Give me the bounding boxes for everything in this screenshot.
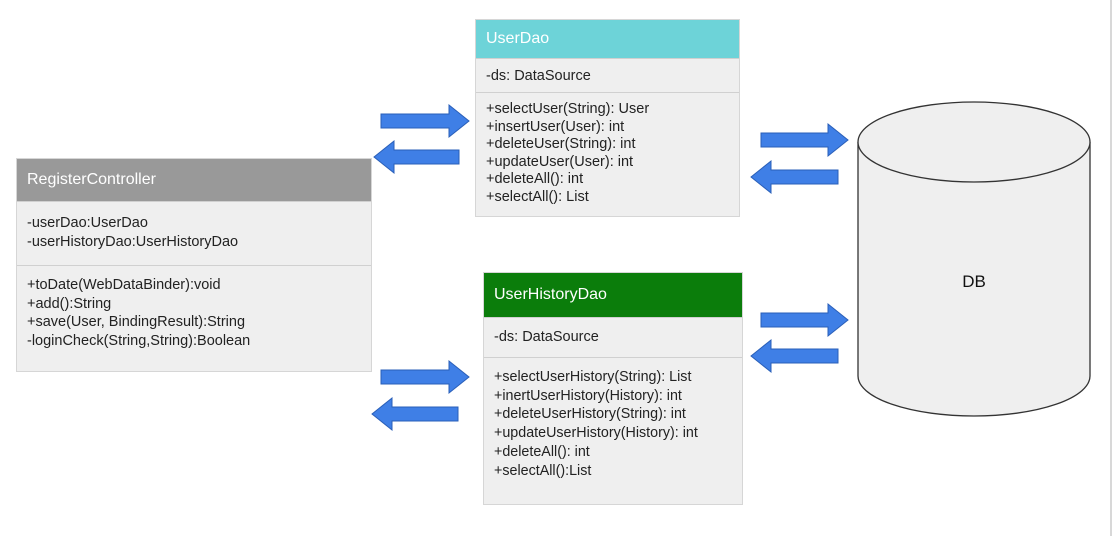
register-controller-attribute: -userDao:UserDao <box>27 215 148 231</box>
user-dao-attributes: -ds: DataSource <box>476 58 739 92</box>
user-history-dao-operation: +selectAll():List <box>494 462 592 479</box>
user-dao-operation: +updateUser(User): int <box>486 153 634 170</box>
arrow-controller-to-userdao <box>380 103 470 139</box>
user-dao-operation: +insertUser(User): int <box>486 118 625 135</box>
register-controller-title: RegisterController <box>17 159 371 201</box>
database-label: DB <box>962 272 986 291</box>
register-controller-operations: +toDate(WebDataBinder):void +add():Strin… <box>17 265 371 356</box>
right-edge-divider <box>1110 0 1112 536</box>
arrow-userdao-to-db <box>760 122 849 158</box>
user-dao-operation: +deleteUser(String): int <box>486 136 636 152</box>
user-dao-operation: +deleteAll(): int <box>486 171 584 187</box>
user-history-dao-operation: +inertUserHistory(History): int <box>494 387 682 404</box>
arrow-db-to-userdao <box>750 159 839 195</box>
user-history-dao-operation: +deleteUserHistory(String): int <box>494 406 686 423</box>
user-history-dao-attribute: -ds: DataSource <box>494 329 599 345</box>
register-controller-attributes: -userDao:UserDao -userHistoryDao:UserHis… <box>17 201 371 265</box>
user-history-dao-operation: +updateUserHistory(History): int <box>494 425 698 442</box>
arrow-controller-to-userhistorydao <box>380 359 470 395</box>
user-dao-class: UserDao -ds: DataSource +selectUser(Stri… <box>475 19 740 217</box>
register-controller-operation: +save(User, BindingResult):String <box>27 314 246 330</box>
arrow-userhistorydao-to-controller <box>371 396 459 432</box>
user-dao-title: UserDao <box>476 20 739 58</box>
arrows-group <box>371 103 849 432</box>
register-controller-operation: -loginCheck(String,String):Boolean <box>27 332 251 349</box>
user-history-dao-title: UserHistoryDao <box>484 273 742 317</box>
arrow-db-to-userhistorydao <box>750 338 839 374</box>
user-dao-operation: +selectAll(): List <box>486 188 589 205</box>
user-history-dao-operations: +selectUserHistory(String): List +inertU… <box>484 357 742 486</box>
user-history-dao-class: UserHistoryDao -ds: DataSource +selectUs… <box>483 272 743 505</box>
user-history-dao-operation: +selectUserHistory(String): List <box>494 369 692 385</box>
arrow-userhistorydao-to-db <box>760 302 849 338</box>
register-controller-operation: +toDate(WebDataBinder):void <box>27 277 221 293</box>
user-dao-attribute: -ds: DataSource <box>486 68 591 84</box>
arrow-userdao-to-controller <box>373 139 460 175</box>
database-cylinder <box>857 101 1091 417</box>
register-controller-attribute: -userHistoryDao:UserHistoryDao <box>27 233 239 250</box>
user-history-dao-attributes: -ds: DataSource <box>484 317 742 357</box>
register-controller-operation: +add():String <box>27 295 112 312</box>
user-history-dao-operation: +deleteAll(): int <box>494 443 590 460</box>
user-dao-operation: +selectUser(String): User <box>486 101 650 117</box>
register-controller-class: RegisterController -userDao:UserDao -use… <box>16 158 372 372</box>
user-dao-operations: +selectUser(String): User +insertUser(Us… <box>476 92 739 212</box>
